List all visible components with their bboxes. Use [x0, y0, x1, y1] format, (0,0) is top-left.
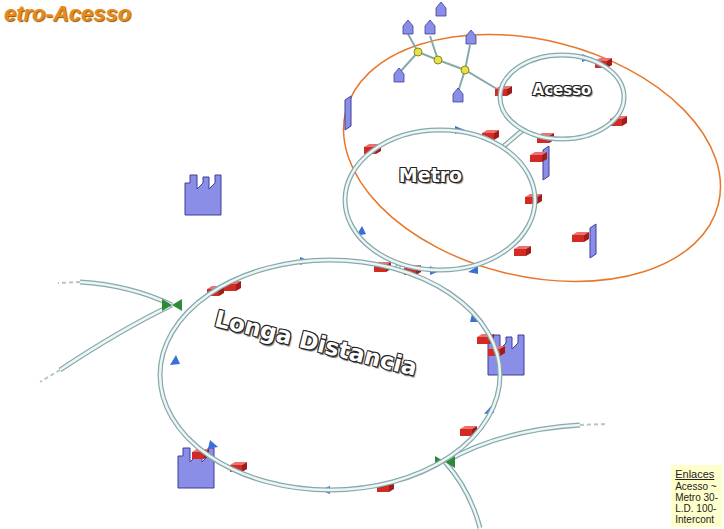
network-ring: Longa Distancia [160, 260, 500, 490]
note-line: Metro 30- [675, 492, 718, 503]
note-line: Intercont [675, 514, 718, 525]
ring-outline [345, 130, 535, 270]
note-line: Acesso ~ [675, 481, 718, 492]
note-line: L.D. 100- [675, 503, 718, 514]
network-ring: Metro [345, 130, 535, 270]
ring-outline [160, 260, 500, 490]
ring-label: Acesso [533, 81, 592, 99]
note-box: EnlacesAcesso ~Metro 30-L.D. 100-Interco… [671, 465, 722, 527]
ring-label: Metro [399, 164, 462, 186]
page-title: etro-Acesso [4, 1, 131, 27]
note-heading: Enlaces [675, 468, 718, 481]
network-ring: Acesso [500, 55, 624, 139]
ring-link [502, 130, 523, 148]
ring-label: Longa Distancia [213, 305, 421, 380]
